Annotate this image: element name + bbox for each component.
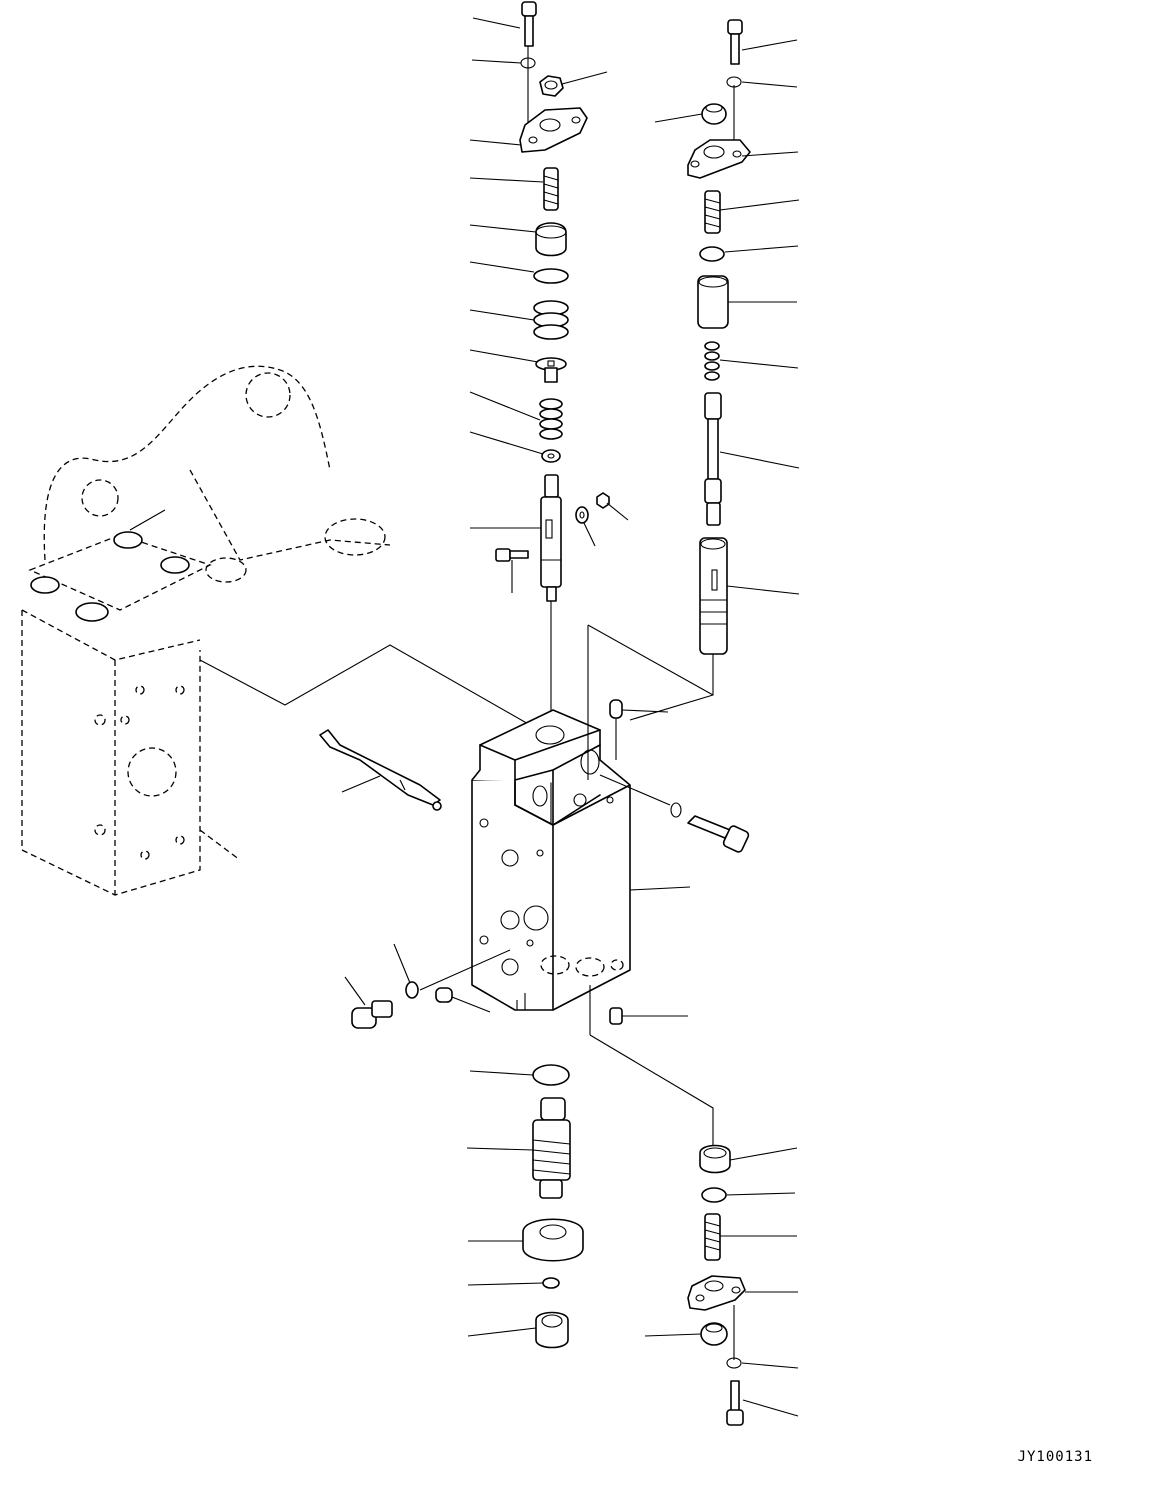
right-o-ring-upper [699,246,725,262]
bottom-right-snap-ring [726,1357,742,1369]
left-small-nut [596,492,610,509]
left-retainer-nut [541,449,561,463]
mounting-frame-outline [21,365,391,896]
left-o-ring-upper [533,268,569,284]
right-nut [701,103,727,125]
left-plug-cap [535,222,567,257]
left-flange-cover [519,107,588,153]
side-long-bolt [599,774,750,853]
lower-left-plug-bolt [351,1000,393,1029]
block-bottom-plug [609,1007,623,1025]
lower-left-o-ring [405,981,419,999]
valve-body [471,709,631,1011]
bottom-right-spring [704,1213,721,1261]
left-spool [540,474,562,602]
left-cap-screw [521,1,537,47]
right-spring-small [704,190,721,234]
bottom-left-cap-nut [535,1311,569,1349]
left-spring-inner [539,398,563,440]
right-spool-sleeve [699,537,728,655]
bottom-left-small-o-ring [542,1277,560,1289]
bottom-right-leader [589,1034,714,1150]
block-top-plug [609,699,623,760]
right-bracket-line [587,624,714,696]
right-snap-ring [726,76,742,88]
bottom-right-bushing [699,1144,731,1174]
right-cap-screw [727,19,743,65]
bottom-left-o-ring [532,1064,570,1086]
left-pin-bolt [495,548,529,562]
bottom-right-nut [700,1322,728,1346]
right-spring-inner [704,341,720,381]
lever-bracket [319,729,442,811]
drawing-id-code: JY100131 [1017,1449,1093,1465]
left-spring-seat [535,357,567,383]
left-small-washer [575,506,589,524]
left-nut [539,75,564,97]
right-spool [704,392,722,526]
bottom-right-flange-cover [687,1275,746,1311]
left-spring-small [543,167,559,211]
frame-leader-line [199,644,531,726]
bottom-left-lock-nut [522,1218,584,1262]
bottom-right-cap-screw [726,1380,744,1426]
bottom-right-o-ring [701,1187,727,1203]
lower-left-small-plug [419,949,511,1003]
left-spring-large [533,300,569,340]
right-sleeve-leader [629,654,714,721]
bottom-left-plug-valve [532,1097,571,1199]
callout-leader-lines [341,17,800,1417]
frame-plugs [30,509,190,622]
right-flange-cover [687,139,751,179]
right-sleeve [697,275,729,329]
